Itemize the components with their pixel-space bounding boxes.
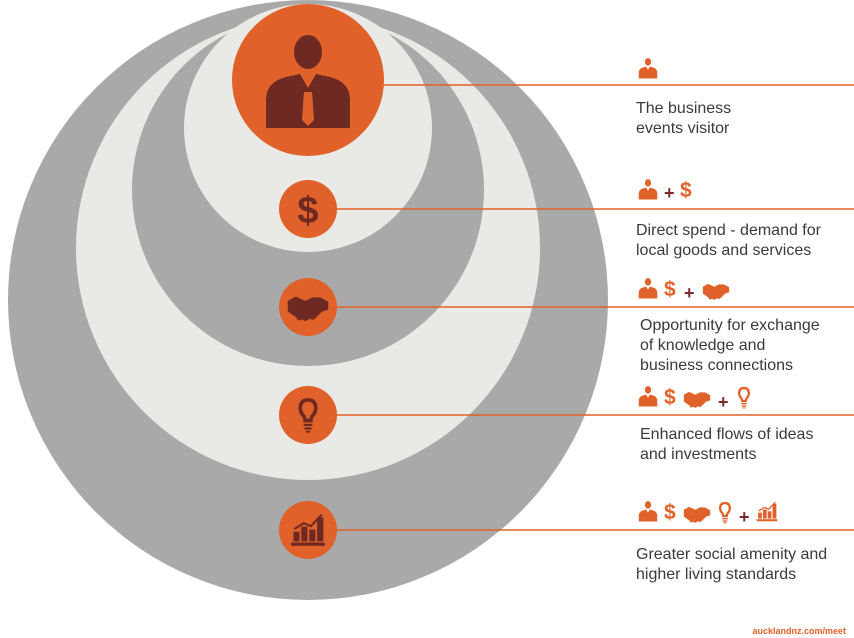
plus-icon: + <box>739 507 750 527</box>
amenity-node <box>279 501 337 559</box>
dollar-icon: $ <box>664 386 676 409</box>
tier-5-label: Greater social amenity and higher living… <box>636 546 828 583</box>
dollar-icon: $ <box>297 190 318 232</box>
person-icon <box>638 179 658 200</box>
equation-2: + $ <box>638 179 692 203</box>
plus-icon: + <box>664 183 675 203</box>
handshake-icon <box>702 283 730 300</box>
ideas-node <box>279 386 337 444</box>
handshake-icon <box>683 506 711 523</box>
dollar-icon: $ <box>664 501 676 524</box>
bar-chart-icon <box>756 501 778 522</box>
equation-3: $ + <box>638 278 730 303</box>
dollar-icon: $ <box>680 179 692 202</box>
connector-lines <box>336 84 854 531</box>
exchange-node <box>279 278 337 336</box>
visitor-node <box>232 4 384 156</box>
equation-5: $ + <box>638 501 778 527</box>
person-icon <box>638 278 658 299</box>
lightbulb-icon <box>719 501 731 524</box>
tier-2-label: Direct spend - demand for local goods an… <box>636 222 821 259</box>
dollar-icon: $ <box>664 278 676 301</box>
person-icon <box>638 501 658 522</box>
plus-icon: + <box>718 392 729 412</box>
handshake-icon <box>683 391 711 408</box>
person-icon <box>638 58 658 79</box>
plus-icon: + <box>684 283 695 303</box>
person-icon <box>638 386 658 407</box>
equation-4: $ + <box>638 386 750 412</box>
lightbulb-icon <box>738 386 750 409</box>
footer-url[interactable]: aucklandnz.com/meet <box>752 626 846 636</box>
tier-4-label: Enhanced flows of ideas and investments <box>640 426 814 463</box>
tier-3-label: Opportunity for exchange of knowledge an… <box>640 317 820 374</box>
spend-node: $ <box>279 180 337 238</box>
tier-1-label: The business events visitor <box>636 100 732 137</box>
